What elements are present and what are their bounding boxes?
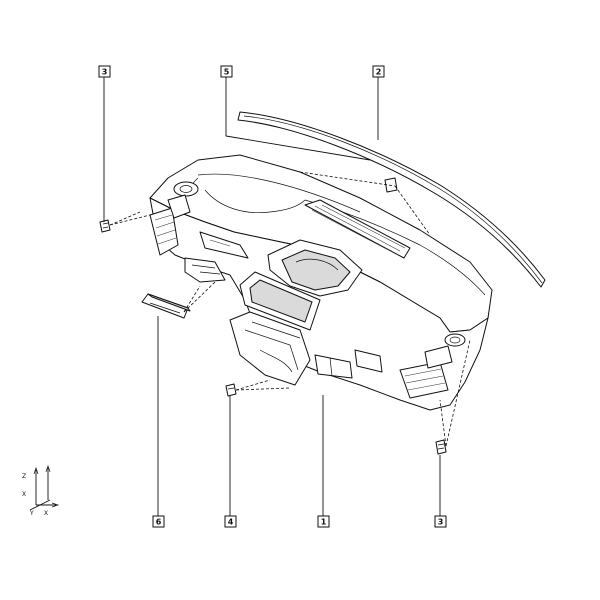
screw-4	[225, 383, 237, 397]
axis-label-z: Z	[22, 473, 26, 480]
callout-4: 4	[224, 515, 237, 528]
dashboard-trim-strip	[237, 111, 546, 288]
svg-text:1: 1	[321, 518, 327, 527]
svg-text:2: 2	[376, 68, 382, 77]
axis-label-y: Y	[29, 510, 34, 517]
lower-center-structure	[229, 311, 383, 386]
trim-piece-6	[141, 293, 191, 319]
assembly-lines	[109, 171, 471, 447]
svg-text:3: 3	[438, 518, 444, 527]
callout-5: 5	[220, 65, 233, 78]
screw-3-left	[99, 219, 111, 233]
axis-label-x2: X	[44, 510, 48, 517]
instrument-cluster-hood	[267, 239, 363, 297]
axis-label-x: X	[22, 491, 26, 498]
screw-3-right	[435, 439, 447, 455]
axis-indicator: X X Z Y	[22, 464, 60, 517]
leader-lines	[103, 77, 441, 516]
callout-1: 1	[317, 515, 330, 528]
svg-text:5: 5	[224, 68, 230, 77]
callout-3-top: 3	[98, 65, 111, 78]
left-lower-trim	[184, 231, 249, 283]
callout-3-bottom: 3	[434, 515, 447, 528]
center-display-recess	[239, 271, 321, 331]
left-air-vent	[149, 194, 191, 256]
svg-text:4: 4	[228, 518, 234, 527]
svg-text:3: 3	[102, 68, 108, 77]
svg-text:6: 6	[156, 518, 162, 527]
callout-6: 6	[152, 515, 165, 528]
right-air-vent	[399, 345, 453, 399]
callout-2: 2	[372, 65, 385, 78]
